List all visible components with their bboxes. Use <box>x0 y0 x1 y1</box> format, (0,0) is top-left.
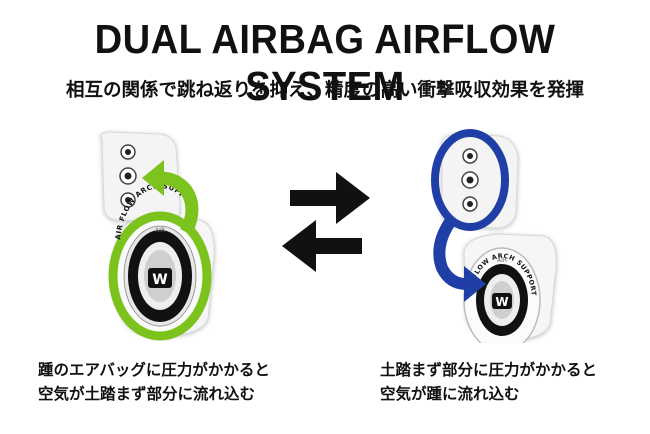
left-airbag-illustration: AIR FLOW ARCH SUPPORT AIR W <box>100 131 215 341</box>
arrow-right-icon <box>290 172 370 224</box>
arrow-left-icon <box>282 220 362 272</box>
brand-logo: W <box>152 272 167 288</box>
right-caption-line1: 土踏まず部分に圧力がかかると <box>380 361 598 379</box>
left-caption-line1: 踵のエアバッグに圧力がかかると <box>38 361 270 379</box>
green-flow-arrow <box>159 171 199 235</box>
right-caption: 土踏まず部分に圧力がかかると 空気が踵に流れ込む <box>380 358 597 406</box>
arch-studs <box>461 148 479 212</box>
arch-airbag-highlight <box>431 129 509 231</box>
page-subtitle: 相互の関係で跳ね返りを抑え、精度の高い衝撃吸収効果を発揮 <box>65 80 584 101</box>
pad-label: AIR <box>497 257 507 264</box>
right-caption-line2: 空気が踵に流れ込む <box>380 385 520 403</box>
left-caption-line2: 空気が土踏まず部分に流れ込む <box>38 385 256 403</box>
arch-studs <box>119 144 137 208</box>
pad-label: AIR <box>155 227 165 234</box>
blue-flow-arrow <box>433 218 467 290</box>
page-title: DUAL AIRBAG AIRFLOW SYSTEM <box>94 16 556 109</box>
brand-logo: W <box>495 295 508 309</box>
left-caption: 踵のエアバッグに圧力がかかると 空気が土踏まず部分に流れ込む <box>38 358 270 406</box>
blue-arrowhead <box>464 266 486 302</box>
green-arrowhead <box>142 160 164 196</box>
exchange-arrows <box>282 172 370 272</box>
right-airbag-illustration: AIR FLOW ARCH SUPPORT AIR W <box>431 129 557 343</box>
